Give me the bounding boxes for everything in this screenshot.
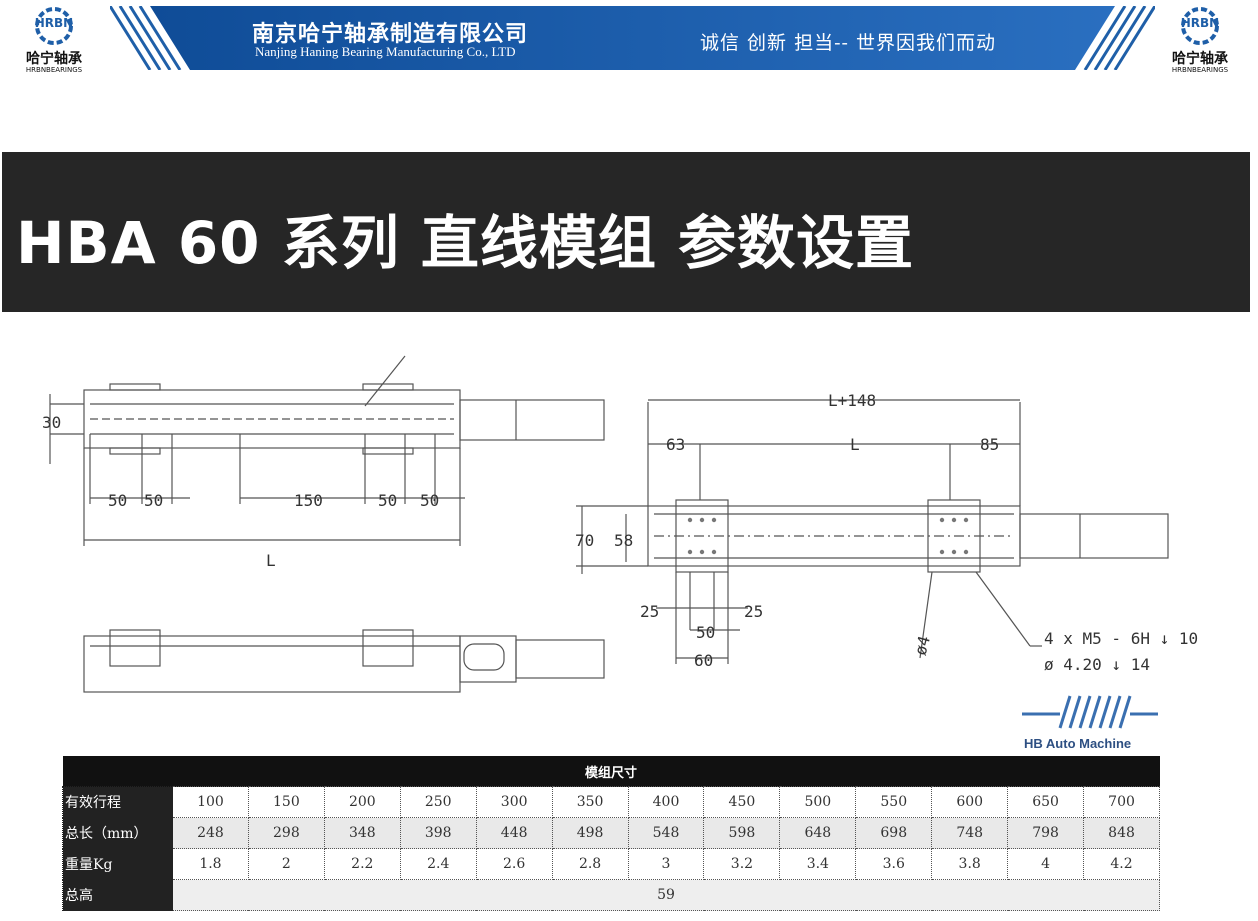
row-label-weight: 重量Kg xyxy=(62,848,173,880)
slogan: 诚信 创新 担当-- 世界因我们而动 xyxy=(700,32,996,54)
dim-25-b: 25 xyxy=(744,602,763,621)
company-name-cn: 南京哈宁轴承制造有限公司 xyxy=(252,21,529,47)
cell: 748 xyxy=(931,817,1009,849)
cell: 798 xyxy=(1007,817,1085,849)
page-title: HBA 60 系列 直线模组 参数设置 xyxy=(16,209,915,277)
cell: 448 xyxy=(475,817,553,849)
cell: 2.8 xyxy=(551,848,629,880)
dim-25-a: 25 xyxy=(640,602,659,621)
logo-cn: 哈宁轴承 xyxy=(1172,51,1228,67)
cell: 1.8 xyxy=(172,848,249,880)
cell: 250 xyxy=(399,786,477,818)
cell: 4.2 xyxy=(1083,848,1160,880)
note-bore: ø 4.20 ↓ 14 xyxy=(1044,655,1150,674)
cell: 848 xyxy=(1083,817,1160,849)
cell: 548 xyxy=(627,817,705,849)
cell: 648 xyxy=(779,817,857,849)
cell-height: 59 xyxy=(172,879,1160,911)
row-label-height: 总高 xyxy=(62,879,173,911)
technical-drawing: 30 50 50 150 50 50 L L+148 63 L 85 70 58… xyxy=(20,324,1214,756)
brand-name: HB Auto Machine xyxy=(1024,736,1131,751)
company-name-en: Nanjing Haning Bearing Manufacturing Co.… xyxy=(255,44,516,59)
cell: 550 xyxy=(855,786,933,818)
cell: 400 xyxy=(627,786,705,818)
row-label-stroke: 有效行程 xyxy=(62,786,173,818)
dim-60: 60 xyxy=(694,651,713,670)
spec-table: 模组尺寸 有效行程 100 150 200 250 300 350 400 45… xyxy=(62,756,1160,911)
cell: 600 xyxy=(931,786,1009,818)
dim-30: 30 xyxy=(42,413,61,432)
gear-logo-icon xyxy=(1181,7,1219,45)
dim-50-e: 50 xyxy=(696,623,715,642)
dim-70: 70 xyxy=(575,531,594,550)
table-caption: 模组尺寸 xyxy=(62,756,1160,787)
logo-mark: HRBN xyxy=(1180,16,1220,30)
cell: 300 xyxy=(475,786,553,818)
gear-logo-icon xyxy=(35,7,73,45)
dim-63: 63 xyxy=(666,435,685,454)
cell: 698 xyxy=(855,817,933,849)
cell: 150 xyxy=(247,786,325,818)
note-thread: 4 x M5 - 6H ↓ 10 xyxy=(1044,629,1198,648)
drawing-svg: 30 50 50 150 50 50 L L+148 63 L 85 70 58… xyxy=(42,355,1198,751)
logo-en: HRBNBEARINGS xyxy=(25,66,83,74)
cell: 700 xyxy=(1083,786,1160,818)
cell: 650 xyxy=(1007,786,1085,818)
dim-50-b: 50 xyxy=(144,491,163,510)
header-banner: HRBN 哈宁轴承 HRBNBEARINGS 南京哈宁轴承制造有限公司 Nanj… xyxy=(0,0,1258,78)
table-row: 总长（mm） 248 298 348 398 448 498 548 598 6… xyxy=(62,817,1160,849)
cell: 2.6 xyxy=(475,848,553,880)
logo-left: HRBN 哈宁轴承 HRBNBEARINGS xyxy=(4,4,104,76)
cell: 2 xyxy=(247,848,325,880)
logo-cn: 哈宁轴承 xyxy=(26,51,82,67)
table-row: 总高 59 xyxy=(62,879,1160,911)
table-row: 有效行程 100 150 200 250 300 350 400 450 500… xyxy=(62,786,1160,818)
dim-50-a: 50 xyxy=(108,491,127,510)
cell: 3.4 xyxy=(779,848,857,880)
brand-mark-icon xyxy=(1022,695,1158,729)
dim-50-d: 50 xyxy=(420,491,439,510)
blue-band xyxy=(110,6,1155,70)
cell: 3.2 xyxy=(703,848,781,880)
dim-85: 85 xyxy=(980,435,999,454)
cell: 3.6 xyxy=(855,848,933,880)
dim-150: 150 xyxy=(294,491,323,510)
cell: 3 xyxy=(627,848,705,880)
cell: 4 xyxy=(1007,848,1085,880)
cell: 248 xyxy=(172,817,249,849)
cell: 350 xyxy=(551,786,629,818)
cell: 500 xyxy=(779,786,857,818)
cell: 2.2 xyxy=(323,848,401,880)
cell: 3.8 xyxy=(931,848,1009,880)
cell: 298 xyxy=(247,817,325,849)
dim-50-c: 50 xyxy=(378,491,397,510)
logo-en: HRBNBEARINGS xyxy=(1171,66,1229,74)
dim-L-2: L xyxy=(850,435,860,454)
logo-right: HRBN 哈宁轴承 HRBNBEARINGS xyxy=(1150,4,1250,76)
dim-phi4: ø4 xyxy=(911,634,934,658)
cell: 450 xyxy=(703,786,781,818)
dim-L-plus-148: L+148 xyxy=(828,391,876,410)
cell: 348 xyxy=(323,817,401,849)
table-row: 重量Kg 1.8 2 2.2 2.4 2.6 2.8 3 3.2 3.4 3.6… xyxy=(62,848,1160,880)
cell: 100 xyxy=(172,786,249,818)
dim-L: L xyxy=(266,551,276,570)
row-label-length: 总长（mm） xyxy=(62,817,173,849)
cell: 498 xyxy=(551,817,629,849)
cell: 200 xyxy=(323,786,401,818)
dim-58: 58 xyxy=(614,531,633,550)
logo-mark: HRBN xyxy=(34,16,74,30)
cell: 598 xyxy=(703,817,781,849)
cell: 398 xyxy=(399,817,477,849)
cell: 2.4 xyxy=(399,848,477,880)
title-bar: HBA 60 系列 直线模组 参数设置 xyxy=(2,152,1250,312)
